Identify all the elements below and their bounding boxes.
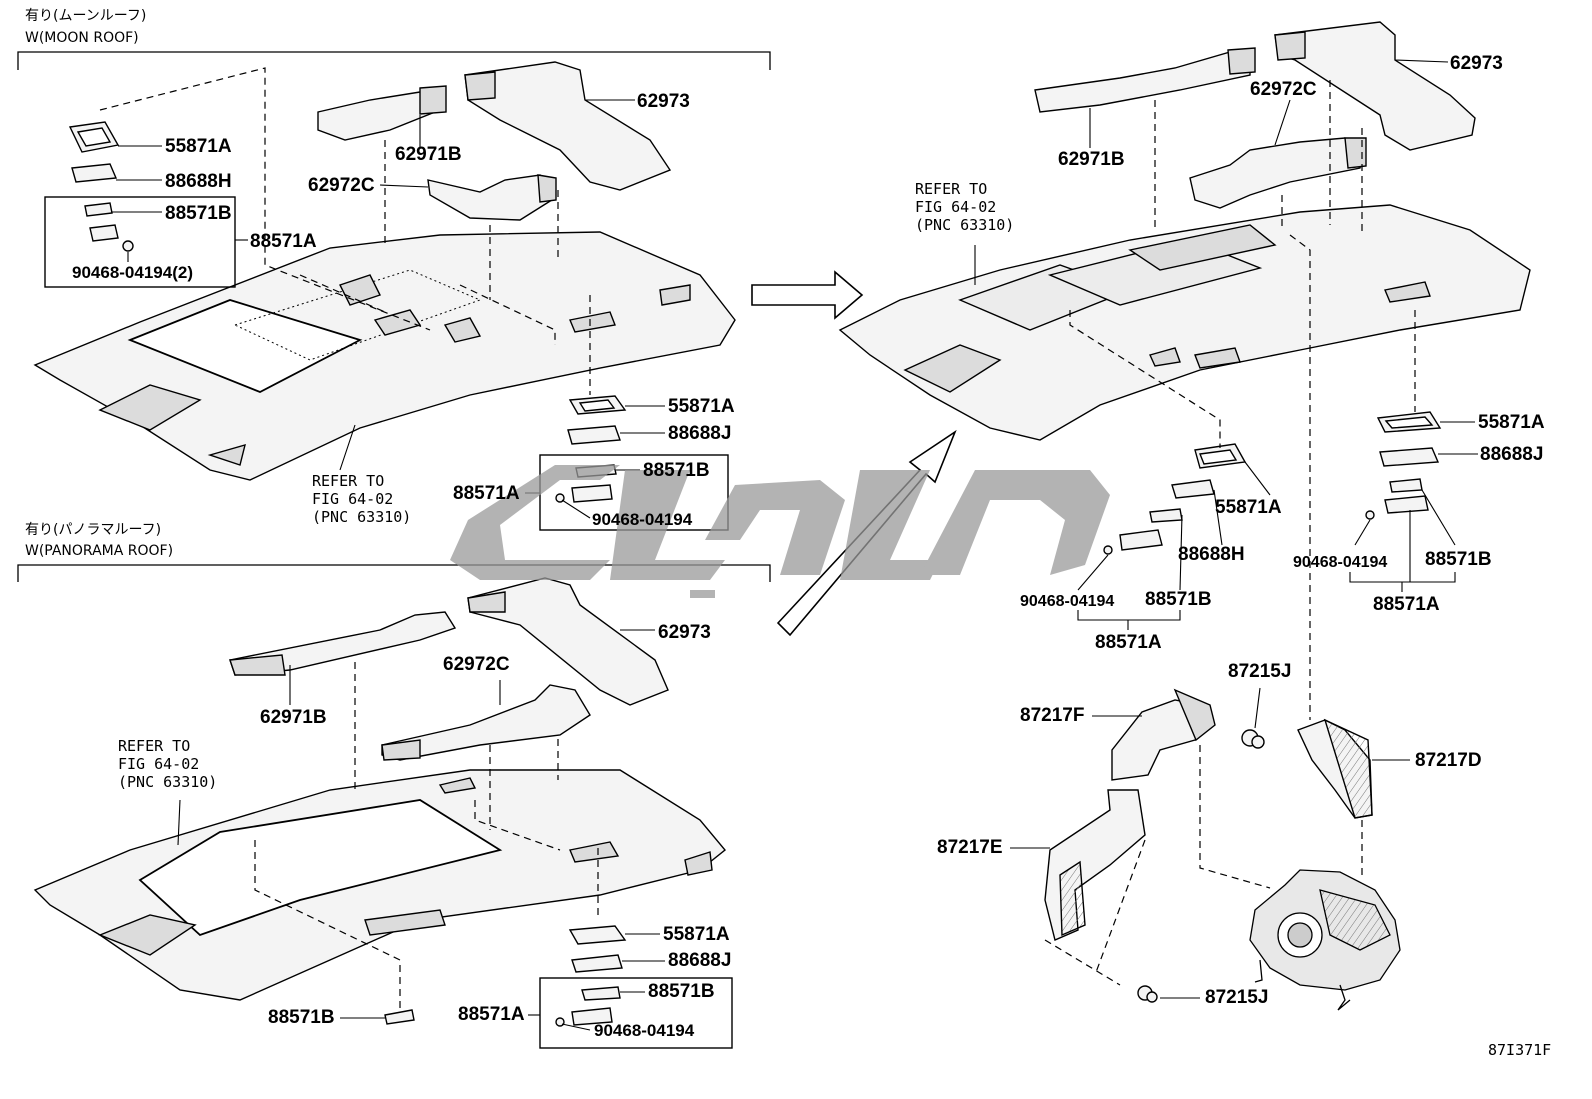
solid-leaders-tl: [112, 99, 665, 519]
label-62971B-r[interactable]: 62971B: [1058, 149, 1125, 170]
right-ducts: [1034, 21, 1476, 209]
label-88571A-tl2[interactable]: 88571A: [453, 483, 520, 504]
headliner-right: [838, 204, 1531, 441]
leader-lines-panorama: [254, 662, 599, 1010]
label-62971B-bl[interactable]: 62971B: [260, 707, 327, 728]
label-90468-r[interactable]: 90468-04194: [1020, 593, 1115, 610]
label-88571A-r[interactable]: 88571A: [1095, 632, 1162, 653]
label-55871A-tl[interactable]: 55871A: [165, 136, 232, 157]
label-88571B-r[interactable]: 88571B: [1145, 589, 1212, 610]
panorama-roof-bracket: [17, 564, 771, 582]
label-87217F-r[interactable]: 87217F: [1020, 705, 1085, 726]
label-88571B-tl2[interactable]: 88571B: [643, 460, 710, 481]
label-90468-2-tl[interactable]: 90468-04194(2): [72, 263, 193, 282]
refer-line1: REFER TO: [915, 180, 988, 198]
label-88571A-tl[interactable]: 88571A: [250, 231, 317, 252]
moon-roof-title-jp: 有り(ムーンルーフ): [25, 8, 147, 24]
refer-note-tl: REFER TO FIG 64-02 (PNC 63310): [312, 472, 411, 526]
label-88688H-tl[interactable]: 88688H: [165, 171, 232, 192]
label-87217D-r[interactable]: 87217D: [1415, 750, 1482, 771]
refer-line2: FIG 64-02: [915, 198, 997, 216]
leader-lines-moon: [99, 67, 591, 395]
label-90468-r2[interactable]: 90468-04194: [1293, 554, 1388, 571]
arrow-right: [751, 270, 864, 320]
tl-parts: [68, 61, 672, 503]
refer-note-r: REFER TO FIG 64-02 (PNC 63310): [915, 180, 1014, 234]
figure-id: 87I371F: [1488, 1041, 1552, 1059]
refer-line2: FIG 64-02: [118, 755, 200, 773]
label-87215J-r2[interactable]: 87215J: [1205, 987, 1269, 1008]
label-90468-bl[interactable]: 90468-04194: [594, 1021, 695, 1040]
label-88688J-bl[interactable]: 88688J: [668, 950, 732, 971]
label-88571B-bl[interactable]: 88571B: [648, 981, 715, 1002]
bl-parts: [229, 577, 669, 1027]
right-small-parts: [1103, 411, 1442, 555]
label-55871A-tl2[interactable]: 55871A: [668, 396, 735, 417]
label-88571B-tl[interactable]: 88571B: [165, 203, 232, 224]
refer-line2: FIG 64-02: [312, 490, 394, 508]
headliner-moon-roof: [33, 231, 736, 481]
refer-line1: REFER TO: [118, 737, 191, 755]
label-62972C-bl[interactable]: 62972C: [443, 654, 510, 675]
solid-leaders-right: [974, 59, 1478, 999]
label-55871A-bl[interactable]: 55871A: [663, 924, 730, 945]
label-90468-tl[interactable]: 90468-04194: [592, 510, 693, 529]
blower-unit: [1249, 869, 1401, 1011]
label-62973-bl[interactable]: 62973: [658, 622, 711, 643]
label-88688J-tl[interactable]: 88688J: [668, 423, 732, 444]
label-55871A-r[interactable]: 55871A: [1478, 412, 1545, 433]
label-62973-tl[interactable]: 62973: [637, 91, 690, 112]
rear-ducts: [1044, 688, 1373, 1003]
label-88688J-r[interactable]: 88688J: [1480, 444, 1544, 465]
label-88571B-r2[interactable]: 88571B: [1425, 549, 1492, 570]
refer-line3: (PNC 63310): [118, 773, 218, 791]
panorama-roof-title-en: W(PANORAMA ROOF): [25, 543, 174, 559]
refer-line1: REFER TO: [312, 472, 385, 490]
label-88571B-bl2[interactable]: 88571B: [268, 1007, 335, 1028]
label-62972C-tl[interactable]: 62972C: [308, 175, 375, 196]
label-88571A-r2[interactable]: 88571A: [1373, 594, 1440, 615]
label-55871A-r2[interactable]: 55871A: [1215, 497, 1282, 518]
refer-note-bl: REFER TO FIG 64-02 (PNC 63310): [118, 737, 217, 791]
leader-lines-right: [1044, 80, 1416, 986]
label-87217E-r[interactable]: 87217E: [937, 837, 1003, 858]
label-62971B-tl[interactable]: 62971B: [395, 144, 462, 165]
label-88571A-bl[interactable]: 88571A: [458, 1004, 525, 1025]
label-87215J-r[interactable]: 87215J: [1228, 661, 1292, 682]
panorama-roof-title-jp: 有り(パノラマルーフ): [25, 522, 162, 538]
label-88688H-r[interactable]: 88688H: [1178, 544, 1245, 565]
group-box-bottom: [539, 977, 733, 1049]
solid-leaders-bl: [177, 629, 665, 1031]
refer-line3: (PNC 63310): [915, 216, 1015, 234]
refer-line3: (PNC 63310): [312, 508, 412, 526]
moon-roof-title-en: W(MOON ROOF): [25, 30, 139, 46]
watermark-logo: [450, 465, 1110, 598]
headliner-panorama-roof: [33, 769, 726, 1001]
label-62973-r[interactable]: 62973: [1450, 53, 1503, 74]
moon-roof-bracket: [17, 51, 771, 70]
label-62972C-r[interactable]: 62972C: [1250, 79, 1317, 100]
